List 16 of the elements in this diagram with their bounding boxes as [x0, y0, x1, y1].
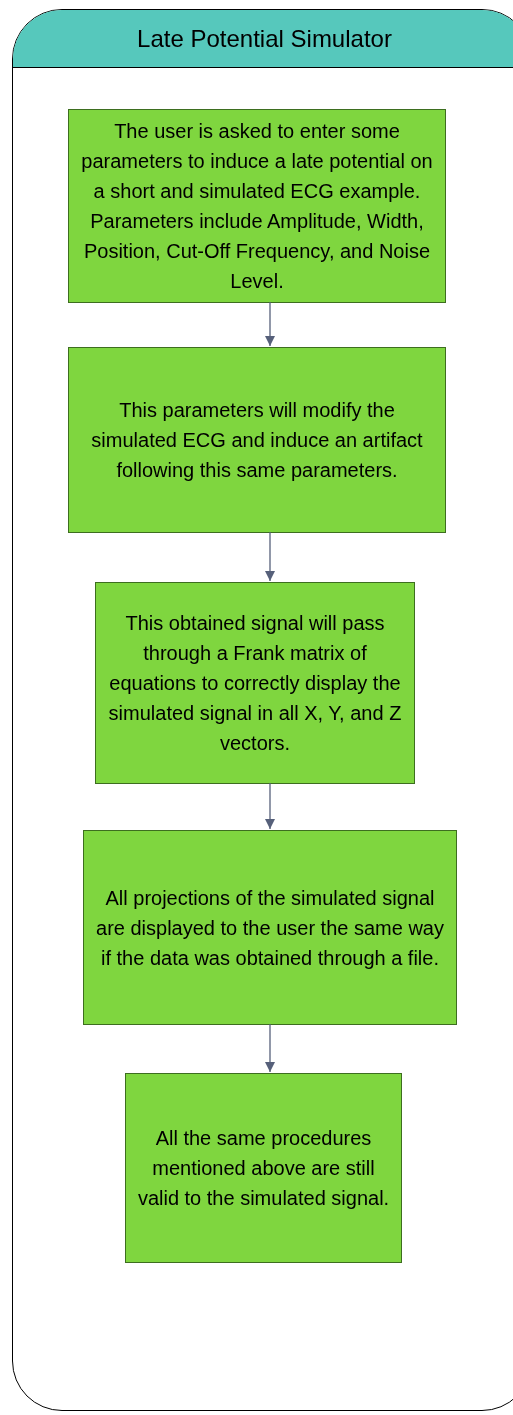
step-text: This parameters will modify the simulated ECG and induce an artifact following this same parameters. [90, 398, 424, 483]
step-text: All the same procedures mentioned above are still valid to the simulated signal. [136, 1126, 391, 1211]
step-text: All projections of the simulated signal are displayed to the user the same way if the data was obtained through a file. [95, 885, 445, 971]
lane-title: Late Potential Simulator [136, 24, 393, 54]
process-box [95, 582, 415, 784]
swimlane-container [12, 9, 513, 1411]
step-text: This obtained signal will pass through a Frank matrix of equations to correctly display the simulated signal in all X, Y, and Z vectors. [107, 611, 403, 756]
arrow [265, 782, 275, 830]
process-box [125, 1073, 402, 1263]
process-box [83, 830, 457, 1025]
step-text: The user is asked to enter some parameters to induce a late potential on a short and simulated ECG example. Parameters include Amplitude, Width, Position, Cut-Off Frequency, and Noise Level. [80, 119, 434, 294]
process-box [68, 109, 446, 303]
arrow [265, 531, 275, 582]
arrow [265, 301, 275, 347]
process-box [68, 347, 446, 533]
arrow [265, 1023, 275, 1073]
